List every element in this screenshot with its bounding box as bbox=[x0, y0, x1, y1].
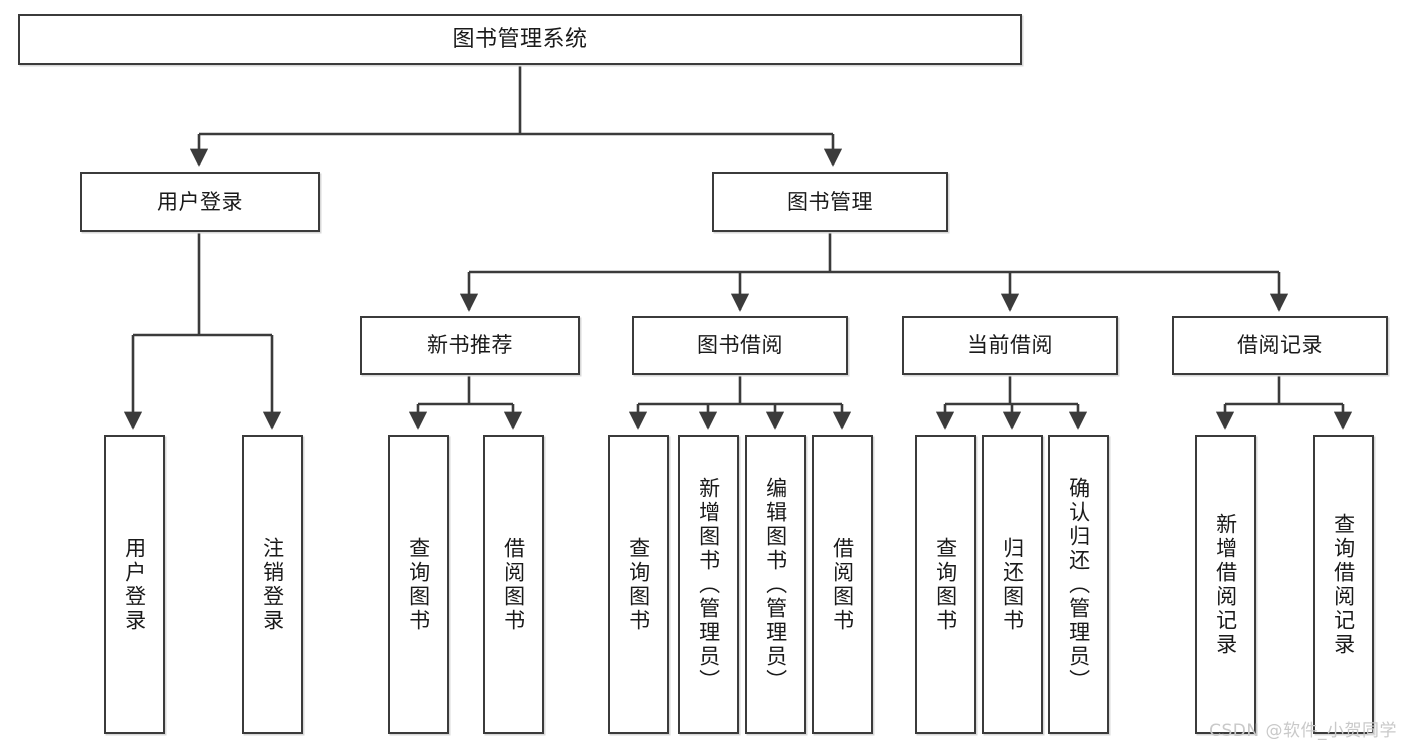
node-book-borrow-label: 图书借阅 bbox=[697, 333, 783, 358]
node-new-book-recommend[interactable]: 新书推荐 bbox=[360, 316, 580, 375]
leaf-edit-book-admin[interactable]: 编辑图书（管理员） bbox=[745, 435, 806, 734]
leaf-user-login-action[interactable]: 用户登录 bbox=[104, 435, 165, 734]
leaf-confirm-return-admin[interactable]: 确认归还（管理员） bbox=[1048, 435, 1109, 734]
leaf-query-book-2[interactable]: 查询图书 bbox=[608, 435, 669, 734]
leaf-query-book-3[interactable]: 查询图书 bbox=[915, 435, 976, 734]
leaf-borrow-book-1[interactable]: 借阅图书 bbox=[483, 435, 544, 734]
node-borrow-record-label: 借阅记录 bbox=[1237, 333, 1323, 358]
node-user-login[interactable]: 用户登录 bbox=[80, 172, 320, 232]
leaf-query-book-1[interactable]: 查询图书 bbox=[388, 435, 449, 734]
leaf-add-book-admin-label: 新增图书（管理员） bbox=[696, 476, 721, 693]
leaf-borrow-book-2[interactable]: 借阅图书 bbox=[812, 435, 873, 734]
leaf-borrow-book-2-label: 借阅图书 bbox=[830, 536, 855, 633]
leaf-confirm-return-admin-label: 确认归还（管理员） bbox=[1066, 476, 1091, 693]
leaf-borrow-book-1-label: 借阅图书 bbox=[501, 536, 526, 633]
leaf-query-borrow-record[interactable]: 查询借阅记录 bbox=[1313, 435, 1374, 734]
leaf-user-logout-action-label: 注销登录 bbox=[260, 536, 285, 633]
leaf-user-login-action-label: 用户登录 bbox=[122, 536, 147, 633]
node-book-borrow[interactable]: 图书借阅 bbox=[632, 316, 848, 375]
watermark-text: CSDN @软件_小贺同学 bbox=[1209, 721, 1397, 741]
leaf-add-borrow-record[interactable]: 新增借阅记录 bbox=[1195, 435, 1256, 734]
leaf-return-book[interactable]: 归还图书 bbox=[982, 435, 1043, 734]
node-book-manage[interactable]: 图书管理 bbox=[712, 172, 948, 232]
node-root[interactable]: 图书管理系统 bbox=[18, 14, 1022, 65]
node-book-manage-label: 图书管理 bbox=[787, 189, 873, 214]
leaf-add-book-admin[interactable]: 新增图书（管理员） bbox=[678, 435, 739, 734]
node-current-borrow-label: 当前借阅 bbox=[967, 333, 1053, 358]
leaf-edit-book-admin-label: 编辑图书（管理员） bbox=[763, 476, 788, 693]
node-root-label: 图书管理系统 bbox=[452, 26, 588, 52]
node-current-borrow[interactable]: 当前借阅 bbox=[902, 316, 1118, 375]
leaf-query-book-2-label: 查询图书 bbox=[626, 536, 651, 633]
leaf-query-borrow-record-label: 查询借阅记录 bbox=[1331, 512, 1356, 657]
node-borrow-record[interactable]: 借阅记录 bbox=[1172, 316, 1388, 375]
node-new-book-recommend-label: 新书推荐 bbox=[427, 333, 513, 358]
leaf-query-book-1-label: 查询图书 bbox=[406, 536, 431, 633]
leaf-add-borrow-record-label: 新增借阅记录 bbox=[1213, 512, 1238, 657]
node-user-login-label: 用户登录 bbox=[157, 189, 243, 214]
leaf-user-logout-action[interactable]: 注销登录 bbox=[242, 435, 303, 734]
leaf-query-book-3-label: 查询图书 bbox=[933, 536, 958, 633]
leaf-return-book-label: 归还图书 bbox=[1000, 536, 1025, 633]
